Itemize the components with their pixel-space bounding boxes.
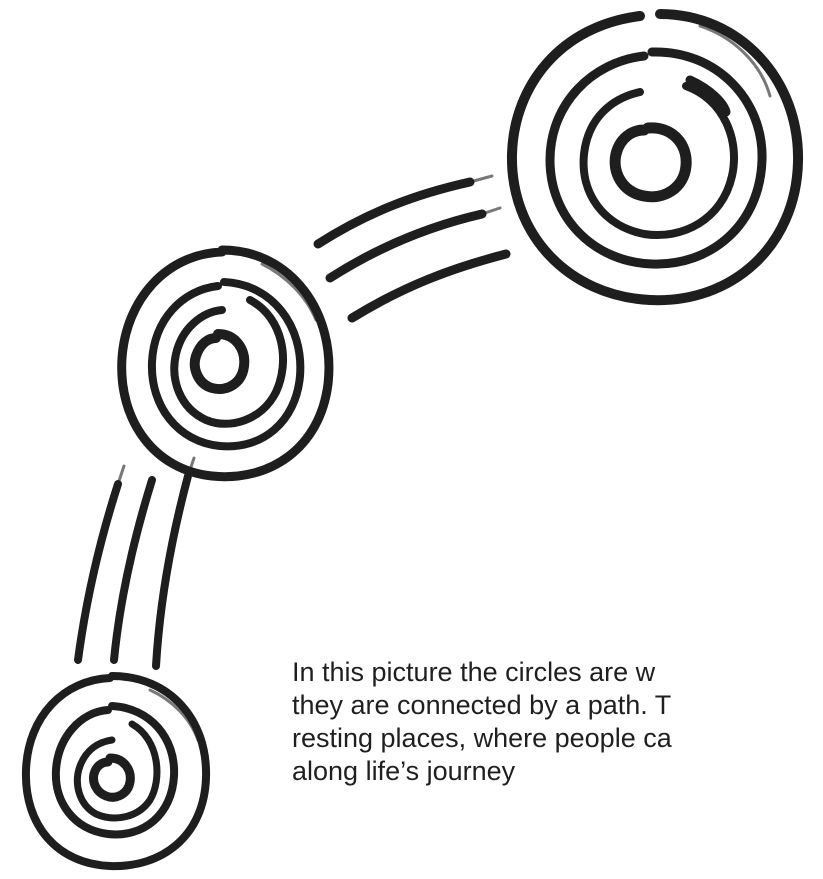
path-lower-icon bbox=[78, 458, 194, 666]
caption-text: In this picture the circles are w they a… bbox=[292, 656, 823, 788]
caption-line-2: they are connected by a path. T bbox=[292, 689, 823, 722]
meeting-place-small-icon bbox=[26, 676, 206, 866]
path-upper-icon bbox=[318, 176, 506, 318]
meeting-place-large-icon bbox=[512, 14, 798, 300]
meeting-place-middle-icon bbox=[122, 250, 329, 477]
caption-line-1: In this picture the circles are w bbox=[292, 656, 823, 689]
caption-line-3: resting places, where people ca bbox=[292, 722, 823, 755]
caption-line-4: along life’s journey bbox=[292, 755, 823, 788]
